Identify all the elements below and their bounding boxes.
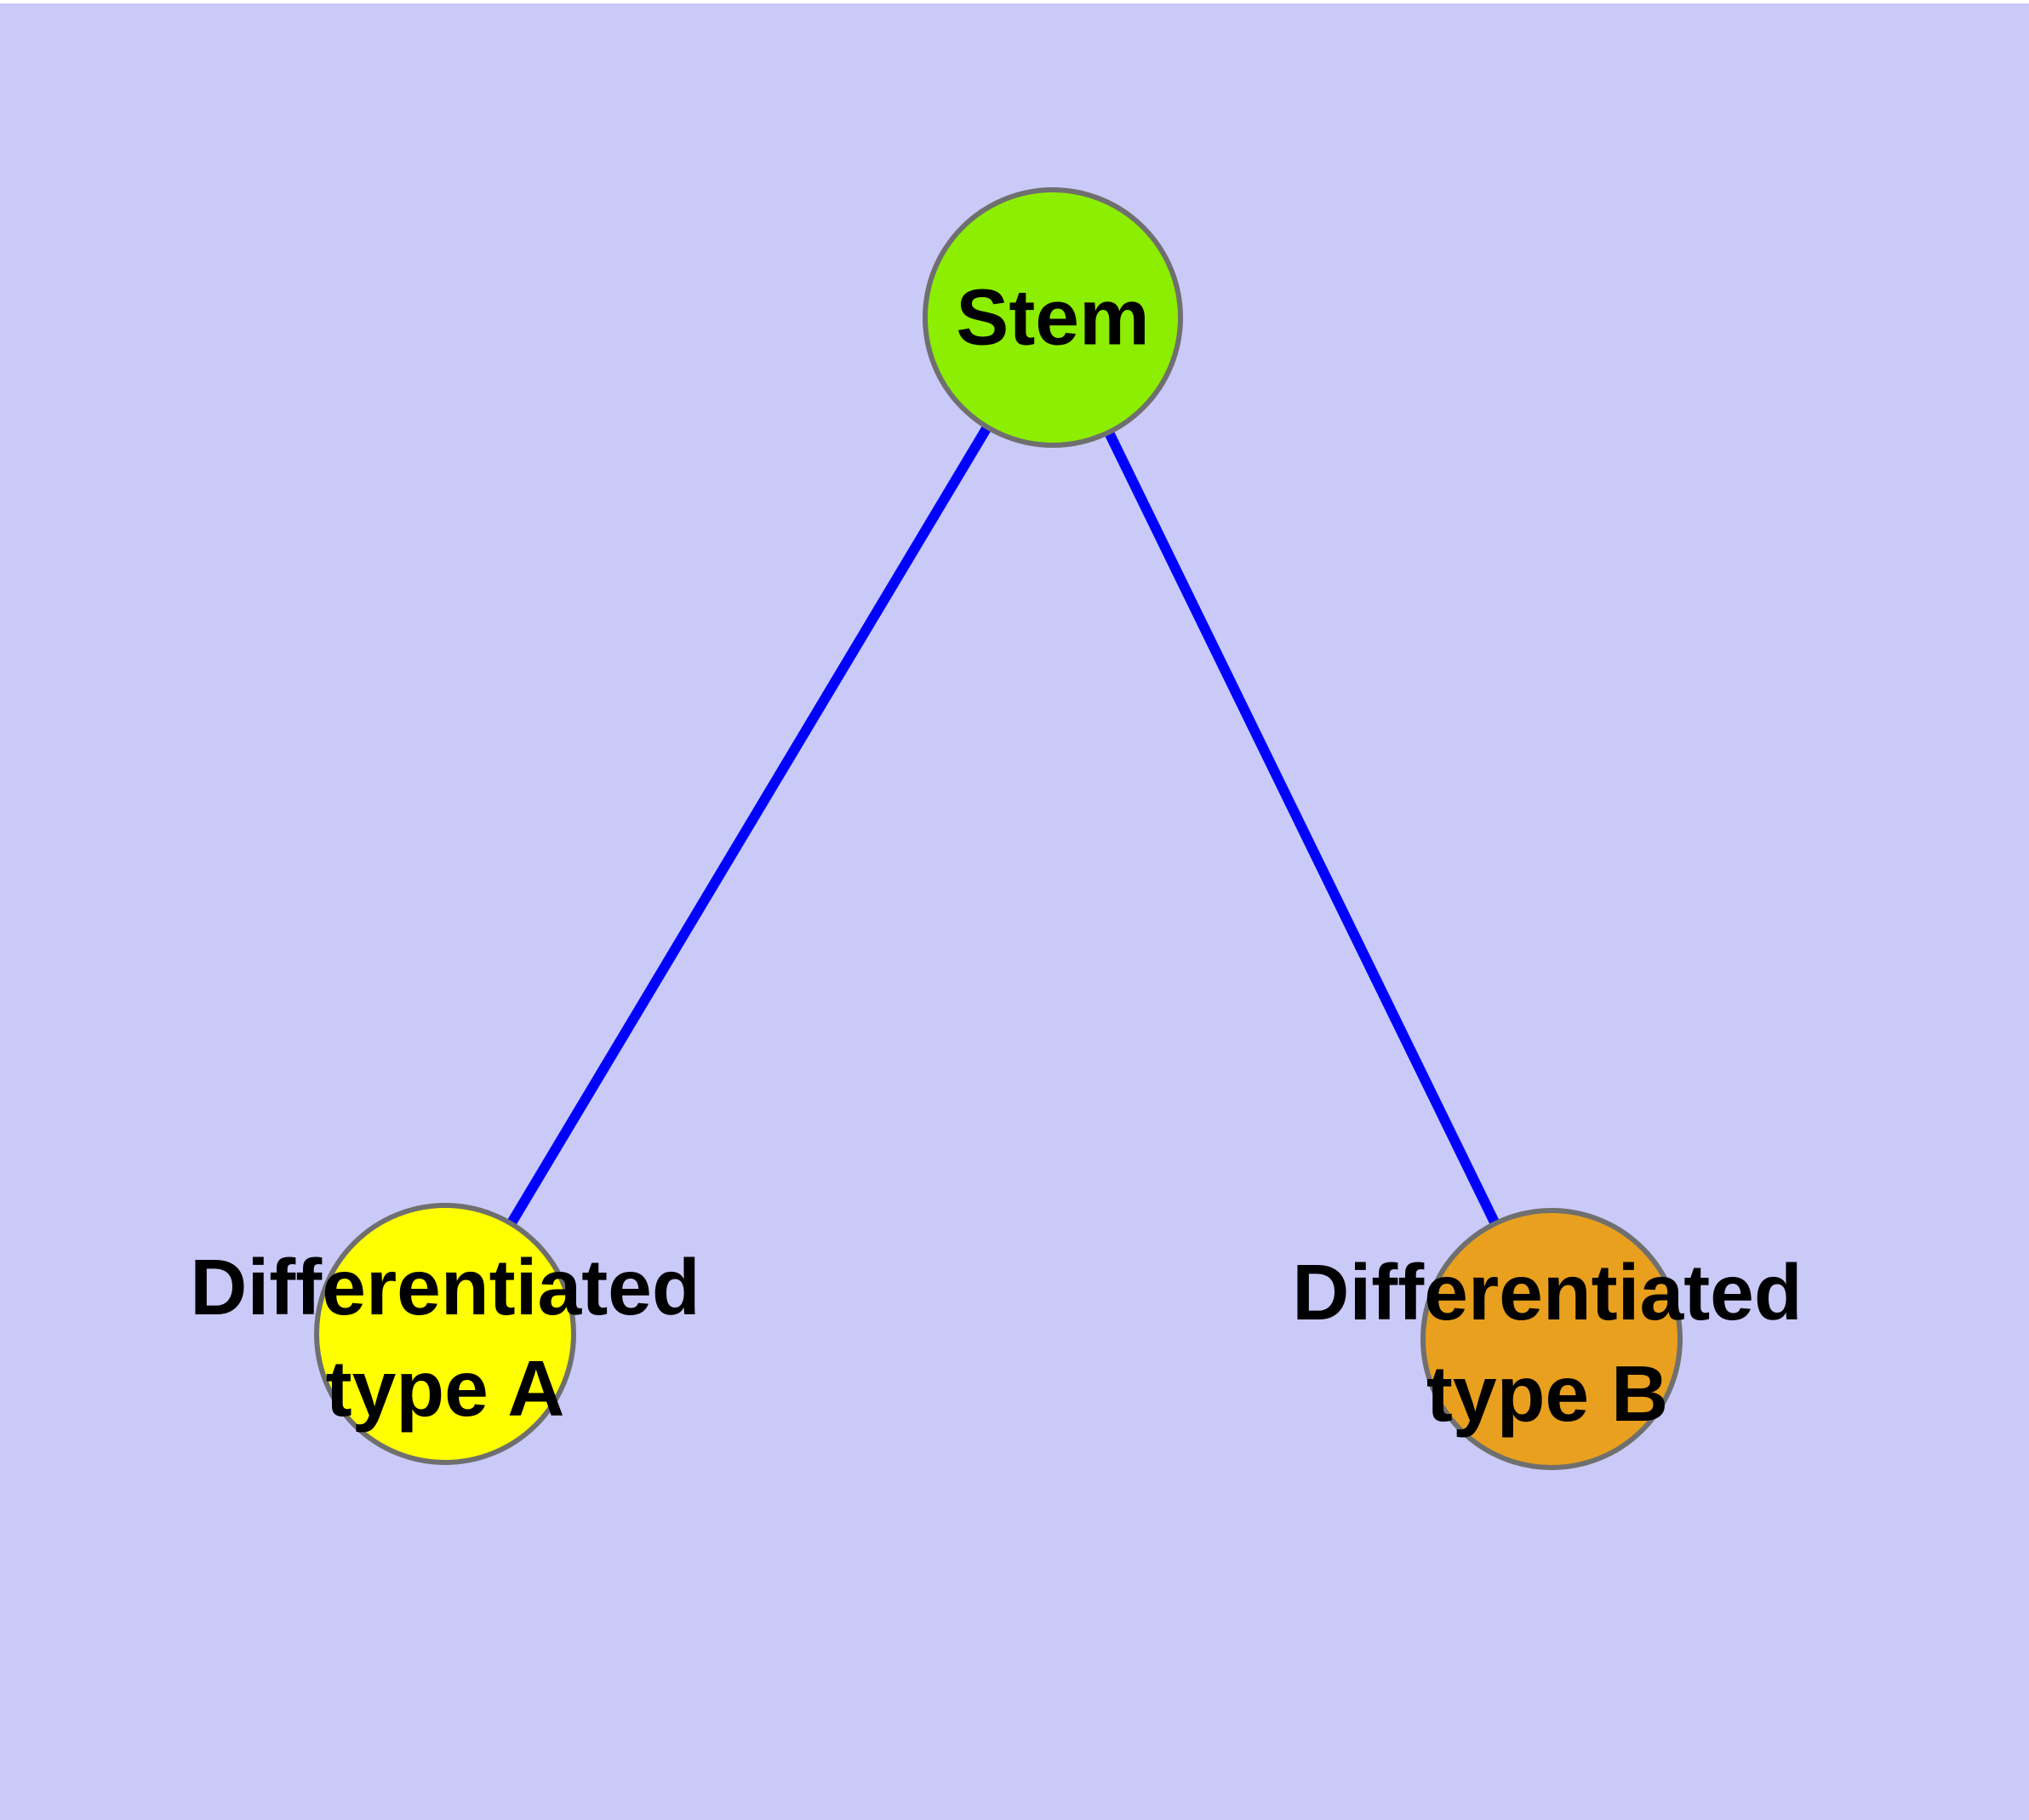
node-differentiated-type-a-circle: [314, 1203, 576, 1465]
node-stem-label: Stem: [956, 266, 1149, 368]
node-differentiated-type-a-label: Differentiated type A: [190, 1237, 700, 1439]
edge-stem-to-type-a: [440, 314, 1058, 1337]
top-margin-strip: [0, 0, 2029, 3]
node-differentiated-type-b-label: Differentiated type B: [1292, 1242, 1802, 1445]
node-stem-circle: [923, 187, 1183, 448]
node-label-line: Stem: [956, 272, 1150, 362]
edge-stem-to-type-b: [1048, 315, 1557, 1342]
node-differentiated-type-b-circle: [1420, 1208, 1683, 1470]
node-label-line: Differentiated: [1292, 1247, 1803, 1336]
node-label-line: type A: [325, 1344, 565, 1433]
node-label-line: Differentiated: [190, 1242, 700, 1331]
node-label-line: type B: [1426, 1349, 1669, 1438]
